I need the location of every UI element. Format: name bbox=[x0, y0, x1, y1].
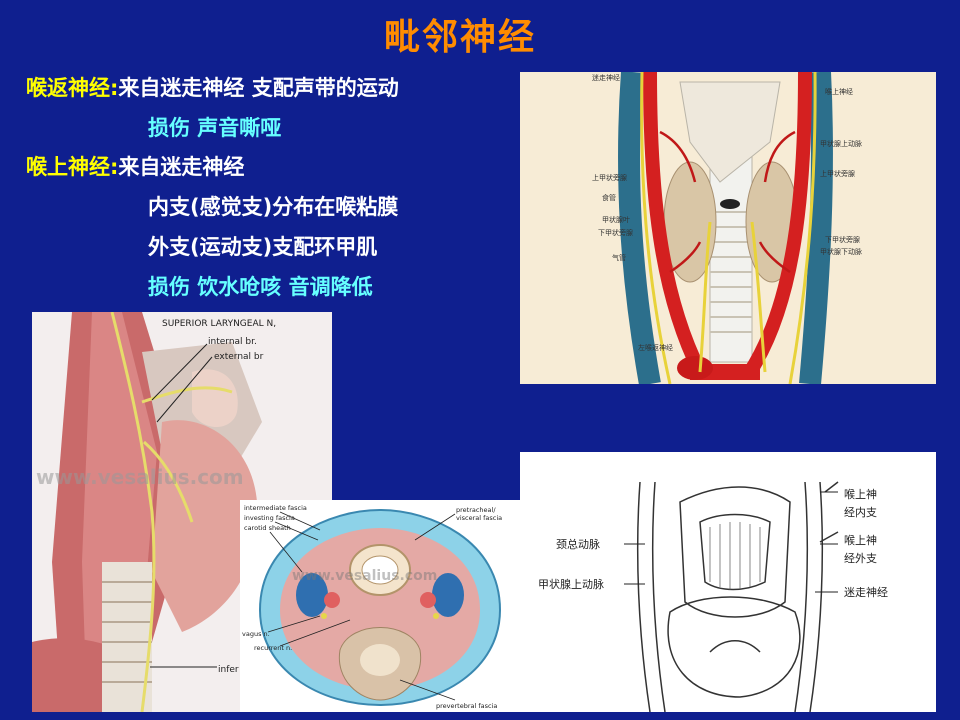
label-recurrent-n: recurrent n. bbox=[254, 644, 292, 652]
text-line-5: 外支(运动支)支配环甲肌 bbox=[148, 235, 378, 259]
superior-nerve-desc: 来自迷走神经 bbox=[118, 155, 245, 179]
label-left-recurrent: 左喉返神经 bbox=[638, 343, 673, 352]
figure-line-drawing: 颈总动脉 甲状腺上动脉 喉上神 经内支 喉上神 经外支 迷走神经 bbox=[520, 452, 936, 712]
label-infer: infer bbox=[218, 665, 239, 675]
label-trachea: 气管 bbox=[612, 253, 626, 262]
label-sup-thyroid-artery-bw: 甲状腺上动脉 bbox=[538, 577, 604, 591]
watermark-left: www.vesalius.com bbox=[36, 465, 244, 489]
figure-neck-cross-section: intermediate fascia investing fascia car… bbox=[240, 500, 520, 712]
label-sup-parathyroid-right: 上甲状旁腺 bbox=[820, 169, 855, 178]
text-line-4: 内支(感觉支)分布在喉粘膜 bbox=[148, 195, 399, 219]
watermark-middle: www.vesalius.com bbox=[292, 568, 437, 584]
label-esophagus: 食管 bbox=[602, 193, 616, 202]
label-vagus-n: vagus n. bbox=[242, 630, 270, 638]
label-inf-thyroid-artery: 甲状腺下动脉 bbox=[820, 247, 862, 256]
line-drawing-illustration: 颈总动脉 甲状腺上动脉 喉上神 经内支 喉上神 经外支 迷走神经 bbox=[520, 452, 936, 712]
label-inf-parathyroid-right: 下甲状旁腺 bbox=[825, 235, 860, 244]
label-intermediate-fascia: intermediate fascia bbox=[244, 504, 307, 512]
label-visceral-fascia: visceral fascia bbox=[456, 514, 502, 522]
fig-heading: SUPERIOR LARYNGEAL N, bbox=[162, 319, 276, 329]
label-carotid-sheath: carotid sheath bbox=[244, 524, 291, 532]
label-investing-fascia: investing fascia bbox=[244, 514, 295, 522]
label-external-br: external br bbox=[214, 352, 264, 362]
label-prevertebral-fascia: prevertebral fascia bbox=[436, 702, 497, 710]
label-sl-external-2: 经外支 bbox=[844, 552, 877, 565]
figure-thyroid-vessels: 迷走神经 上甲状旁腺 食管 甲状腺叶 下甲状旁腺 气管 左喉返神经 喉上神经 甲… bbox=[520, 72, 936, 384]
text-line-6: 损伤 饮水呛咳 音调降低 bbox=[148, 275, 373, 299]
recurrent-nerve-label: 喉返神经 bbox=[26, 76, 110, 100]
label-thyroid-lobe: 甲状腺叶 bbox=[602, 215, 630, 224]
label-vagus: 迷走神经 bbox=[592, 73, 620, 82]
label-pretracheal: pretracheal/ bbox=[456, 506, 496, 514]
label-internal-br: internal br. bbox=[208, 337, 257, 347]
separator: : bbox=[110, 76, 119, 100]
label-sl-internal-1: 喉上神 bbox=[844, 487, 877, 501]
label-vagus-bw: 迷走神经 bbox=[844, 585, 888, 599]
label-superior-laryngeal: 喉上神经 bbox=[825, 87, 853, 96]
label-inf-parathyroid-left: 下甲状旁腺 bbox=[598, 228, 633, 237]
label-sl-external-1: 喉上神 bbox=[844, 533, 877, 547]
page-title: 毗邻神经 bbox=[383, 17, 536, 58]
label-sup-thyroid-artery: 甲状腺上动脉 bbox=[820, 139, 862, 148]
neck-cross-section-illustration: intermediate fascia investing fascia car… bbox=[240, 500, 520, 712]
label-common-carotid: 颈总动脉 bbox=[556, 537, 600, 551]
recurrent-nerve-desc: 来自迷走神经 支配声带的运动 bbox=[118, 76, 399, 100]
text-line-3: 喉上神经:来自迷走神经 bbox=[26, 151, 244, 181]
label-sup-parathyroid-left: 上甲状旁腺 bbox=[592, 173, 627, 182]
separator: : bbox=[110, 155, 119, 179]
superior-nerve-label: 喉上神经 bbox=[26, 155, 110, 179]
text-line-2: 损伤 声音嘶哑 bbox=[148, 116, 282, 140]
text-line-1: 喉返神经:来自迷走神经 支配声带的运动 bbox=[26, 72, 399, 102]
label-sl-internal-2: 经内支 bbox=[844, 505, 877, 519]
thyroid-vessels-illustration: 迷走神经 上甲状旁腺 食管 甲状腺叶 下甲状旁腺 气管 左喉返神经 喉上神经 甲… bbox=[520, 72, 936, 384]
